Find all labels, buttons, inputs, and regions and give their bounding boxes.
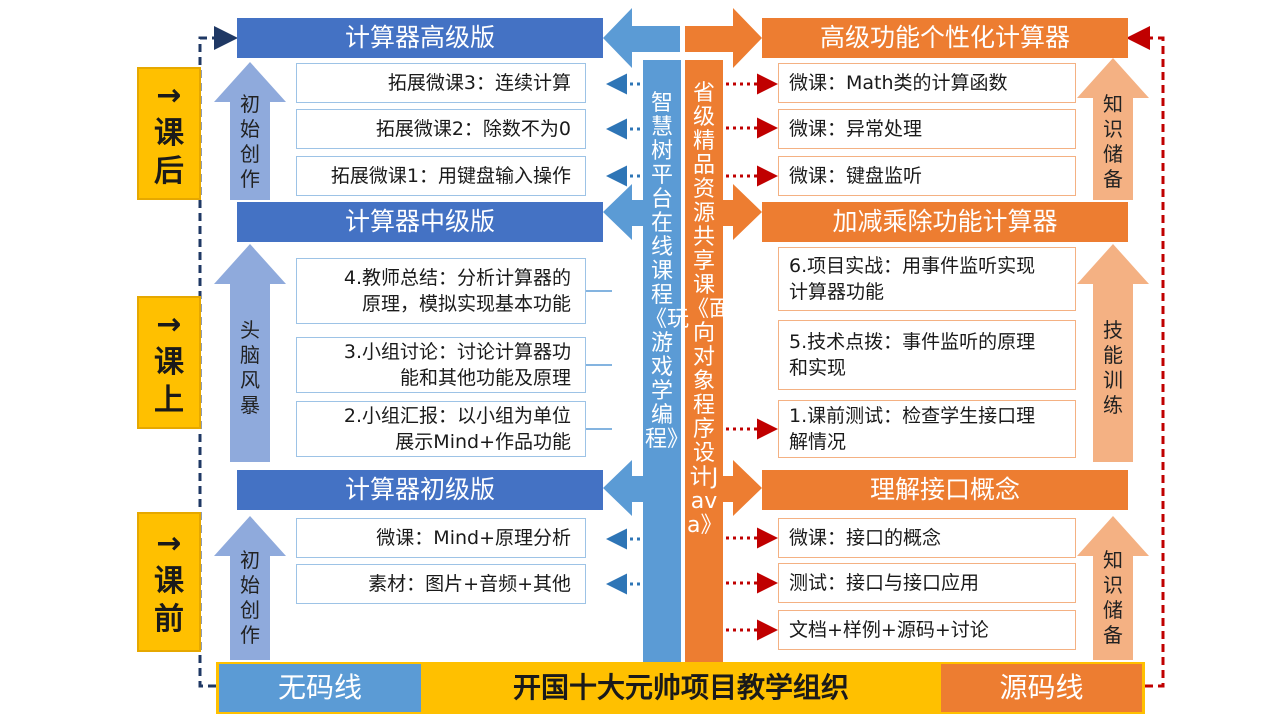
red-dashed-loop [1126, 26, 1165, 688]
list-item: 微课：异常处理 [778, 109, 1076, 149]
side-label-right-bot: 知识储备 [1103, 548, 1123, 647]
side-label-left-mid: 头脑风暴 [240, 318, 260, 417]
stage-char: 课 [154, 344, 184, 380]
orange-arrow-top [685, 8, 762, 68]
stage-after-class: → 课 后 [137, 67, 201, 200]
bottom-source-code-line: 源码线 [941, 664, 1142, 712]
list-item: 拓展微课1：用键盘输入操作 [296, 156, 586, 196]
item-line: 6.项目实战：用事件监听实现 [789, 255, 1036, 277]
list-item: 6.项目实战：用事件监听实现 计算器功能 [778, 247, 1076, 311]
header-calc-advanced: 计算器高级版 [237, 18, 603, 58]
list-item: 4.教师总结：分析计算器的 原理，模拟实现基本功能 [296, 258, 586, 324]
up-arrow-right-mid [1077, 244, 1149, 462]
list-item: 素材：图片+音频+其他 [296, 564, 586, 604]
bottom-no-code-line: 无码线 [219, 664, 421, 712]
stage-char: 前 [154, 602, 184, 637]
header-calc-basic: 计算器初级版 [237, 470, 603, 510]
header-advanced-personal-calc: 高级功能个性化计算器 [762, 18, 1128, 58]
blue-arrow-top [603, 8, 680, 68]
list-item: 1.课前测试：检查学生接口理 解情况 [778, 400, 1076, 458]
item-line: 1.课前测试：检查学生接口理 [789, 405, 1036, 427]
item-line: 和实现 [789, 357, 847, 379]
header-arith-calc: 加减乘除功能计算器 [762, 202, 1128, 242]
header-understand-interface: 理解接口概念 [762, 470, 1128, 510]
side-label-right-mid: 技能训练 [1103, 318, 1123, 417]
up-arrow-right-bot [1077, 516, 1149, 660]
item-line: 能和其他功能及原理 [399, 367, 571, 389]
up-arrow-left-bot [214, 516, 286, 660]
orange-column-text: 省级精品资源共享课《面向对象程序设计Java》 [687, 81, 732, 538]
item-line: 原理，模拟实现基本功能 [361, 293, 571, 315]
stage-char: 课 [154, 564, 184, 599]
list-item: 2.小组汇报：以小组为单位 展示Mind+作品功能 [296, 401, 586, 457]
list-item: 3.小组讨论：讨论计算器功 能和其他功能及原理 [296, 337, 586, 393]
item-line: 计算器功能 [789, 281, 885, 303]
side-label-left-top: 初始创作 [240, 92, 260, 191]
stage-char: 课 [154, 115, 184, 151]
up-arrow-right-top [1077, 58, 1149, 200]
stage-arrow: → [156, 77, 182, 113]
item-line: 解情况 [789, 431, 847, 453]
side-label-left-bot: 初始创作 [240, 548, 260, 647]
list-item: 微课：Math类的计算函数 [778, 63, 1076, 103]
stage-arrow: → [156, 526, 182, 561]
list-item: 文档+样例+源码+讨论 [778, 610, 1076, 650]
list-item: 拓展微课2：除数不为0 [296, 109, 586, 149]
list-item: 测试：接口与接口应用 [778, 563, 1076, 603]
blue-column [643, 60, 681, 662]
item-line: 4.教师总结：分析计算器的 [343, 267, 571, 289]
bottom-title: 开国十大元帅项目教学组织 [512, 671, 849, 704]
list-item: 拓展微课3：连续计算 [296, 63, 586, 103]
item-line: 展示Mind+作品功能 [395, 431, 571, 453]
stage-char: 后 [154, 153, 184, 189]
navy-dashed-loop [198, 26, 238, 688]
orange-column [685, 60, 723, 662]
stage-arrow: → [156, 306, 182, 342]
list-item: 微课：接口的概念 [778, 518, 1076, 558]
item-line: 2.小组汇报：以小组为单位 [343, 405, 571, 427]
stage-in-class: → 课 上 [137, 296, 201, 429]
item-line: 5.技术点拨：事件监听的原理 [789, 331, 1036, 353]
header-calc-intermediate: 计算器中级版 [237, 202, 603, 242]
stage-before-class: → 课 前 [137, 512, 201, 652]
up-arrow-left-top [214, 62, 286, 200]
item-line: 3.小组讨论：讨论计算器功 [343, 341, 571, 363]
stage-char: 上 [154, 382, 184, 418]
blue-column-text: 智慧树平台在线课程《玩游戏学编程》 [645, 91, 690, 452]
side-label-right-top: 知识储备 [1103, 92, 1123, 191]
list-item: 5.技术点拨：事件监听的原理 和实现 [778, 320, 1076, 390]
list-item: 微课：键盘监听 [778, 156, 1076, 196]
list-item: 微课：Mind+原理分析 [296, 518, 586, 558]
up-arrow-left-mid [214, 244, 286, 462]
